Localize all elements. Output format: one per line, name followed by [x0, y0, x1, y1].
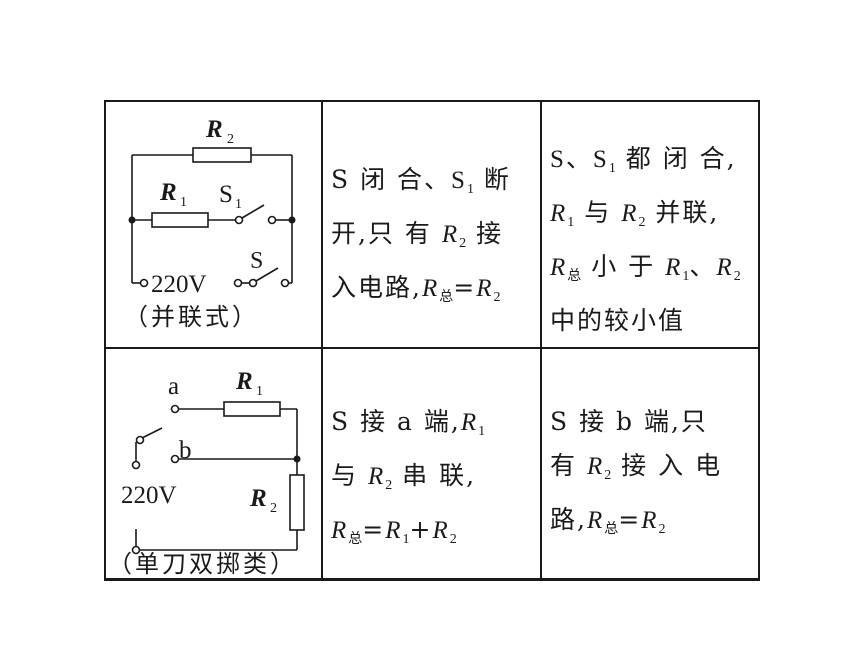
terminal-b-label: b: [179, 437, 192, 464]
row1-condition-cell: S 闭 合、S1 断 开,只 有 R2 接 入电路,R总=R2: [331, 165, 511, 305]
column-divider-2: [540, 100, 542, 580]
s1-label: S: [219, 181, 233, 208]
table-left-border: [104, 100, 106, 580]
column-divider-1: [321, 100, 323, 580]
svg-text:2: 2: [270, 501, 277, 516]
svg-text:1: 1: [180, 195, 187, 210]
r2-label: R: [205, 116, 223, 143]
svg-text:1: 1: [256, 384, 263, 399]
svg-text:2: 2: [227, 132, 234, 147]
r1-label: R: [159, 179, 177, 206]
voltage-label: 220V: [151, 271, 207, 298]
table-bottom-border: [104, 578, 760, 581]
junction-dot: [293, 455, 301, 463]
physics-table: R 2 R 1 S 1 S 220V （并联式） S 闭 合、S1 断 开,只 …: [104, 100, 760, 581]
parallel-circuit-diagram: R 2 R 1 S 1 S 220V: [128, 116, 296, 298]
table-right-border: [758, 100, 760, 580]
junction-dot-right: [288, 216, 296, 224]
r2-label: R: [249, 485, 267, 512]
junction-dot-left: [128, 216, 136, 224]
row1-result-cell: S、S1 都 闭 合, R1 与 R2 并联, R总 小 于 R1、R2 中的较…: [550, 144, 741, 335]
voltage-label: 220V: [121, 482, 177, 509]
row2-condition-cell: S 接 a 端,R1 与 R2 串 联, R总=R1+R2: [331, 407, 486, 547]
table-top-border: [104, 100, 760, 102]
spdt-caption: （单刀双掷类）: [108, 550, 297, 578]
spdt-circuit-diagram: a b R 1 R 2 220V: [121, 368, 305, 555]
parallel-caption: （并联式）: [124, 303, 259, 331]
svg-text:1: 1: [235, 197, 242, 212]
table-middle-border: [104, 347, 760, 349]
row2-result-cell: S 接 b 端,只 有 R2 接 入 电 路,R总=R2: [550, 407, 723, 537]
terminal-a-label: a: [168, 373, 179, 400]
switch-s-label: S: [250, 248, 263, 274]
r1-label: R: [235, 368, 253, 395]
